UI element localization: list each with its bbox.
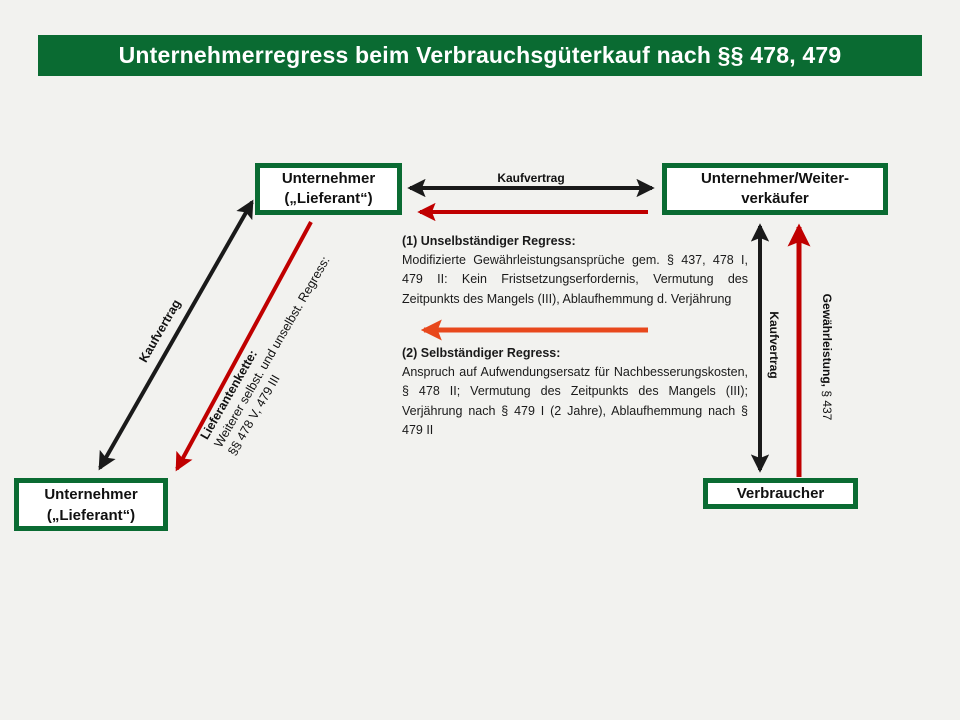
box-consumer-label: Verbraucher	[736, 485, 825, 502]
note-unselbstaendiger-regress: (1) Unselbständiger Regress: Modifiziert…	[402, 232, 748, 309]
box-consumer: Verbraucher	[703, 478, 858, 509]
page-title: Unternehmerregress beim Verbrauchsgüterk…	[118, 42, 842, 68]
note-selbstaendiger-regress: (2) Selbständiger Regress: Anspruch auf …	[402, 344, 748, 440]
note2-body: Anspruch auf Aufwendungsersatz für Nachb…	[402, 365, 748, 437]
box-supplier-bottom-line1: Unternehmer	[44, 485, 138, 503]
box-reseller-line2: verkäufer	[741, 190, 809, 207]
box-supplier-bottom-line2: („Lieferant“)	[46, 506, 136, 524]
note1-body: Modifizierte Gewährleistungsansprüche ge…	[402, 253, 748, 306]
note2-heading: (2) Selbständiger Regress:	[402, 346, 561, 360]
gewaehrleistung-label-bold: Gewährleistung,	[820, 293, 834, 387]
gewaehrleistung-label-paragraph: § 437	[820, 386, 834, 421]
kaufvertrag-diagonal-arrow	[98, 199, 254, 471]
box-reseller-line1: Unternehmer/Weiter-	[700, 170, 850, 187]
note1-heading: (1) Unselbständiger Regress:	[402, 234, 576, 248]
gewaehrleistung-label: Gewährleistung, § 437	[820, 294, 834, 421]
title-banner: Unternehmerregress beim Verbrauchsgüterk…	[38, 35, 922, 76]
box-reseller: Unternehmer/Weiter- verkäufer	[662, 163, 888, 215]
box-supplier-top-line2: („Lieferant“)	[284, 190, 373, 207]
box-supplier-top-line1: Unternehmer	[281, 170, 376, 187]
box-supplier-top: Unternehmer („Lieferant“)	[255, 163, 402, 215]
kaufvertrag-vertical-label: Kaufvertrag	[767, 311, 781, 379]
box-supplier-bottom: Unternehmer („Lieferant“)	[14, 478, 168, 531]
kaufvertrag-top-label: Kaufvertrag	[497, 171, 565, 185]
lieferantenkette-arrow	[175, 221, 313, 472]
